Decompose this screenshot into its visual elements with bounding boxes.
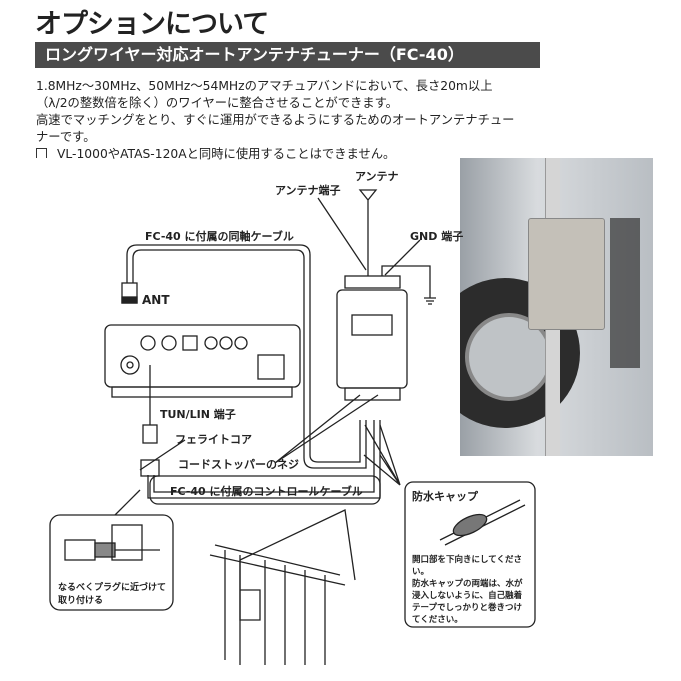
ferrite-tip-line: 取り付ける xyxy=(58,594,103,606)
note-text: VL-1000やATAS-120Aと同時に使用することはできません。 xyxy=(57,147,396,161)
body-line: 高速でマッチングをとり、すぐに運用ができるようにするためのオートアンテナチュー xyxy=(36,113,515,127)
cap-note-line: 浸入しないように、自己融着 xyxy=(412,590,523,601)
cap-note-line: てください。 xyxy=(412,615,463,625)
page-title: オプションについて xyxy=(35,9,269,40)
control-cable xyxy=(147,420,381,499)
label-gnd-terminal: GND 端子 xyxy=(410,229,463,243)
fc40-tuner xyxy=(336,289,408,389)
body-line: （λ/2の整数倍を除く）のワイヤーに整合させることができます。 xyxy=(36,96,398,110)
body-line: ナーです。 xyxy=(36,130,96,144)
cap-note-line: 開口部を下向きにしてくださ xyxy=(412,554,522,565)
label-ant: ANT xyxy=(142,293,170,307)
label-tun-lin: TUN/LIN 端子 xyxy=(160,407,236,421)
description: 1.8MHz～30MHz、50MHz～54MHzのアマチュアバンドにおいて、長さ… xyxy=(36,78,556,163)
label-antenna: アンテナ xyxy=(355,170,399,183)
note: VL-1000やATAS-120Aと同時に使用することはできません。 xyxy=(36,146,556,163)
cap-note-line: い。 xyxy=(412,567,429,577)
antenna-icon xyxy=(358,189,378,276)
body-line: 1.8MHz～30MHz、50MHz～54MHzのアマチュアバンドにおいて、長さ… xyxy=(36,79,493,93)
radio-rear-panel xyxy=(104,324,301,388)
section-heading: ロングワイヤー対応オートアンテナチューナー（FC-40） xyxy=(35,42,540,68)
waterproof-cap-callout xyxy=(404,481,536,628)
cap-note-line: テープでしっかりと巻きつけ xyxy=(412,602,522,613)
label-ferrite-core: フェライトコア xyxy=(175,433,252,446)
ferrite-core xyxy=(140,459,160,477)
checkbox-icon xyxy=(36,148,47,158)
label-waterproof-cap: 防水キャップ xyxy=(412,489,479,503)
label-control-cable: FC-40 に付属のコントロールケーブル xyxy=(170,484,363,498)
tuner-installation-photo xyxy=(460,158,653,456)
label-cord-stopper: コードストッパーのネジ xyxy=(178,458,299,471)
ferrite-tip-line: なるべくプラグに近づけて xyxy=(58,581,166,593)
label-antenna-terminal: アンテナ端子 xyxy=(275,183,341,197)
coax-cable xyxy=(126,244,361,463)
label-coax-cable: FC-40 に付属の同軸ケーブル xyxy=(145,229,294,243)
ferrite-callout xyxy=(49,514,174,611)
cap-note-line: 防水キャップの両端は、水が xyxy=(412,578,523,589)
ground-icon xyxy=(381,265,436,305)
balcony-illustration xyxy=(209,509,356,621)
